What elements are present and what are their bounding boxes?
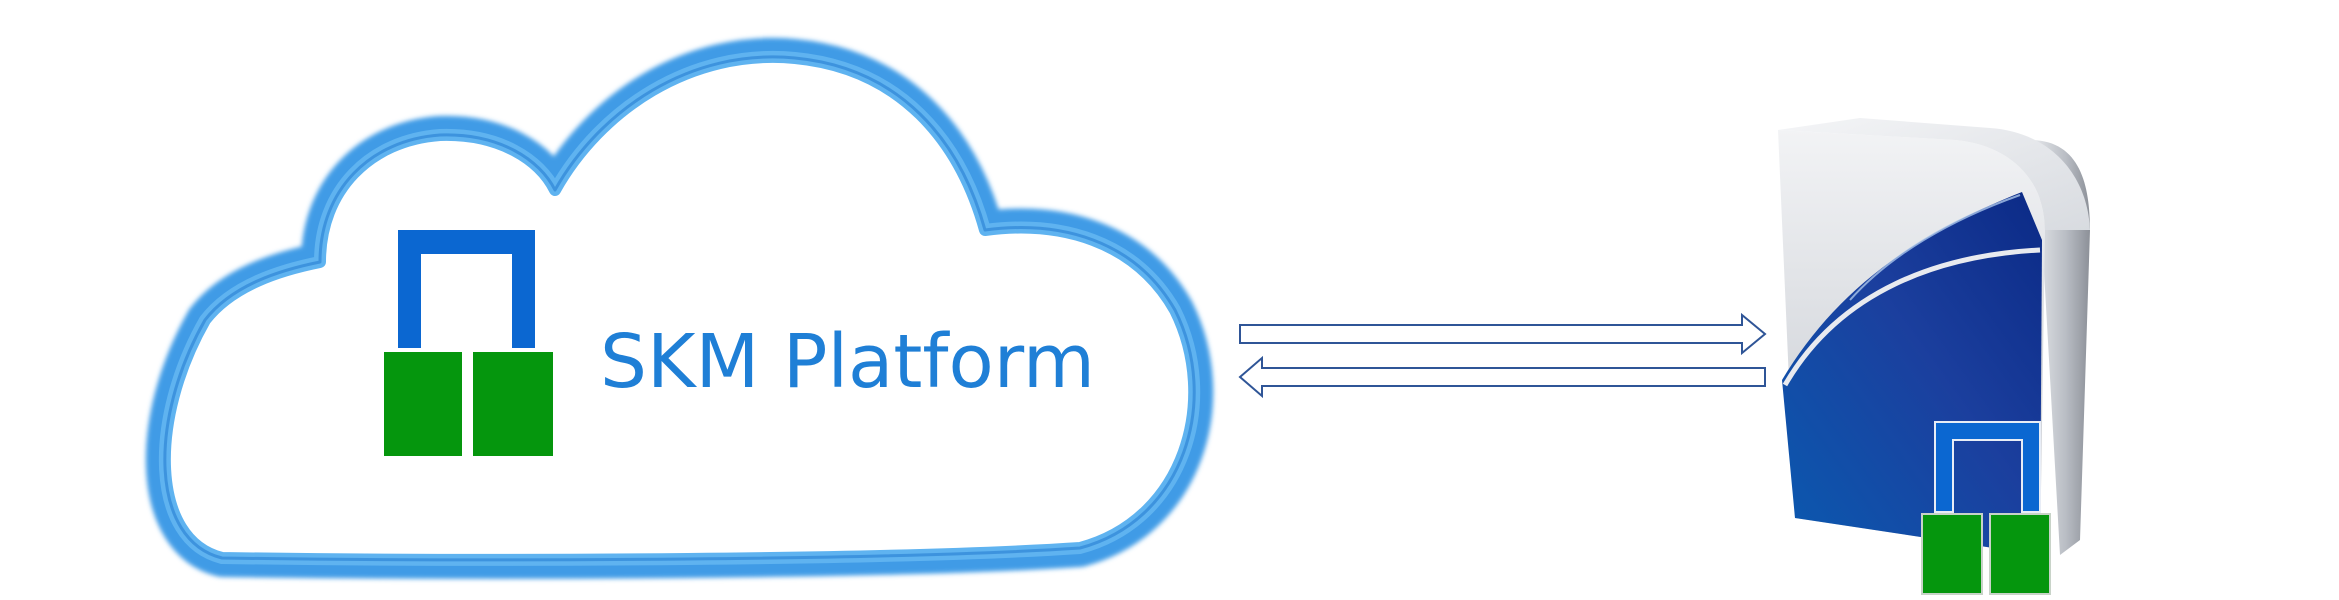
- arrow-right-icon: [1239, 312, 1767, 356]
- arrow-left-icon: [1238, 355, 1766, 399]
- server-box-icon: [1778, 118, 2090, 555]
- cloud-icon: [145, 37, 1214, 579]
- skm-logo-icon: [384, 230, 553, 456]
- server-skm-logo-icon: [1921, 421, 2051, 595]
- platform-label: SKM Platform: [600, 319, 1095, 405]
